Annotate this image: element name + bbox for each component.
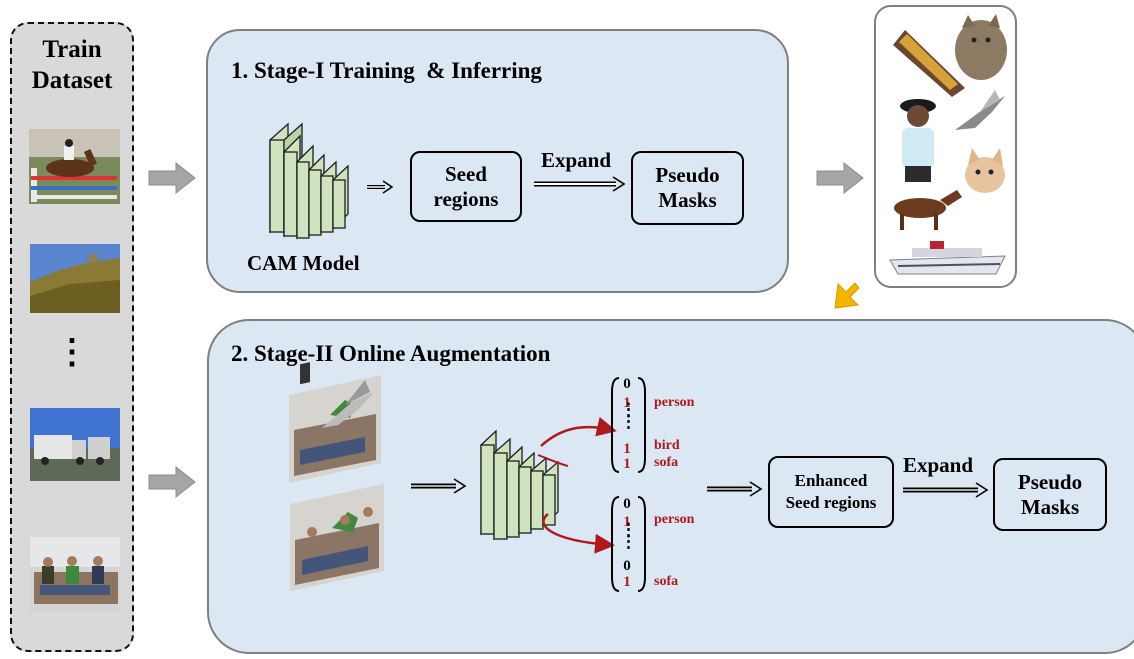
stage2-panel	[207, 319, 1134, 654]
seed-regions-line2: regions	[433, 186, 499, 211]
stage2-title: 2. Stage-II Online Augmentation	[231, 341, 551, 366]
vector-top-digit-3: 1	[623, 456, 631, 472]
thumbnail-hillside	[30, 244, 120, 313]
vector-bottom-digit-3: 1	[623, 574, 631, 590]
stage2-cam-model-icon	[480, 429, 559, 541]
vector-bottom-label-person: person	[654, 512, 695, 527]
vector-bottom-brackets	[611, 496, 646, 592]
red-arrow-to-mid	[537, 454, 569, 467]
object-train	[893, 30, 965, 97]
thumbnail-horse-jump	[29, 129, 120, 204]
vector-bottom-digit-1: 1	[623, 514, 631, 530]
stage2-pseudo-line2: Masks	[1020, 494, 1080, 519]
object-cat	[955, 14, 1007, 80]
object-horse	[894, 190, 962, 230]
orange-arrow-objects-to-stage2	[834, 282, 860, 309]
gray-arrow-dataset-to-stage2	[148, 465, 196, 499]
augmented-image-with-bird	[289, 362, 381, 483]
cam-model-icon	[269, 122, 349, 240]
red-arrow-to-top-vector	[540, 416, 617, 447]
train-dataset-title-line2: Dataset	[31, 67, 113, 94]
vector-top-digit-1: 1	[623, 395, 631, 411]
stage2-pseudo-line1: Pseudo	[1017, 469, 1083, 494]
stage1-pseudo-line1: Pseudo	[655, 163, 720, 187]
train-dataset-title-line1: Train	[42, 36, 102, 63]
stage1-title: 1. Stage-I Training & Inferring	[231, 58, 542, 83]
vector-top-digit-0: 0	[623, 376, 631, 392]
cam-model-label: CAM Model	[247, 251, 360, 275]
train-dataset-title: Train Dataset	[10, 34, 134, 96]
stage1-pseudo-line2: Masks	[658, 188, 717, 212]
stage1-expand-label: Expand	[541, 148, 612, 172]
vector-top-label-sofa: sofa	[654, 455, 679, 470]
vector-bottom-label-sofa: sofa	[654, 574, 679, 589]
seed-regions-line1: Seed	[444, 161, 487, 186]
vector-bottom-digit-0: 0	[623, 496, 631, 512]
gray-arrow-stage1-to-objects	[816, 161, 864, 195]
red-arrow-to-bottom-vector	[542, 513, 615, 554]
object-person	[900, 99, 936, 182]
stage2-expand-arrow	[903, 482, 989, 498]
stage1-small-arrow	[367, 180, 394, 194]
stage2-input-arrow	[411, 478, 467, 494]
stage2-vector-arrow	[707, 481, 763, 497]
object-kitten	[965, 148, 1005, 193]
stage1-expand-arrow	[534, 176, 626, 192]
vector-top-brackets	[611, 377, 646, 473]
object-ship	[889, 241, 1006, 275]
vector-top-dots: ⋮⋮	[620, 400, 637, 431]
thumbnail-trucks	[30, 408, 120, 481]
vector-bottom-dots: ⋮⋮	[620, 520, 637, 551]
gray-arrow-dataset-to-stage1	[148, 161, 196, 195]
vector-top-digit-2: 1	[623, 441, 631, 457]
enhanced-seed-line1: Enhanced	[794, 471, 868, 490]
vector-bottom-digit-2: 0	[623, 558, 631, 574]
augmented-image-plain	[290, 484, 384, 591]
enhanced-seed-line2: Seed regions	[785, 493, 877, 512]
vector-top-label-bird: bird	[654, 438, 680, 453]
stage2-expand-label: Expand	[903, 453, 974, 477]
object-bird	[955, 90, 1005, 130]
vector-top-label-person: person	[654, 395, 695, 410]
thumbnail-sofa-people	[30, 537, 120, 613]
